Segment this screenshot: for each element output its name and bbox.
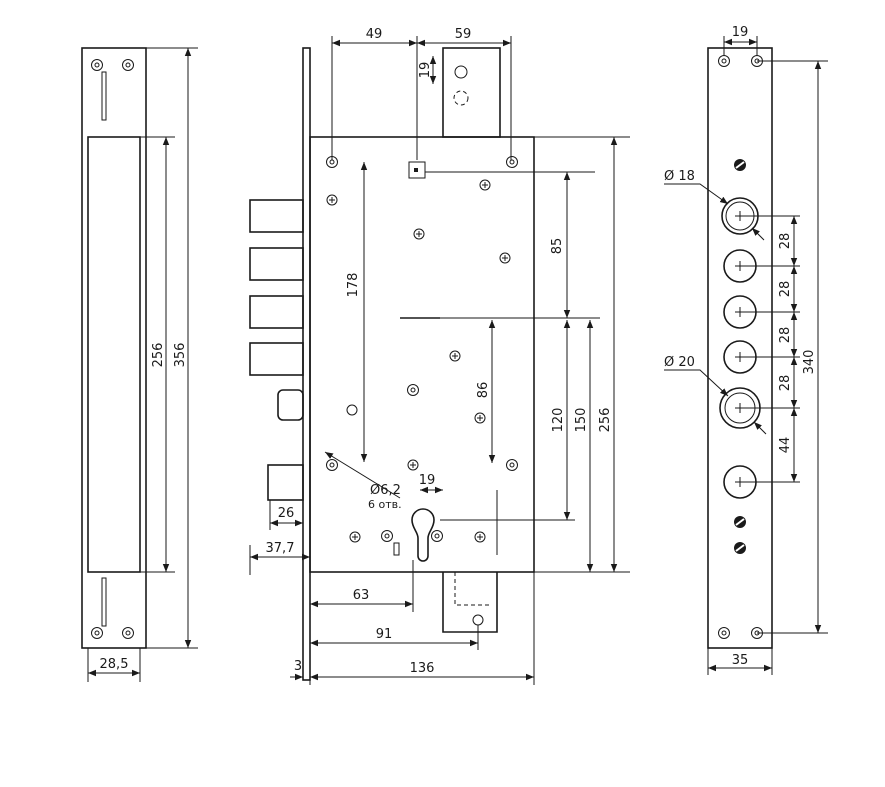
- dim-total-height: 356: [173, 343, 188, 368]
- dim-dia-20: Ø 20: [664, 355, 695, 370]
- dim-tab-hole: 19: [418, 62, 433, 79]
- dim-44: 44: [778, 437, 793, 454]
- dim-150: 150: [574, 408, 589, 433]
- dim-pitch-2: 28: [778, 281, 793, 298]
- dim-backset-bolt: 37,7: [266, 541, 295, 556]
- dim-plate: 3: [294, 659, 302, 674]
- cylinder-cutout: [411, 508, 435, 562]
- dim-91: 91: [376, 627, 393, 642]
- dim-upper: 85: [550, 238, 565, 255]
- dim-top: 19: [732, 25, 749, 40]
- lock-body: [309, 136, 535, 573]
- dim-dia-18: Ø 18: [664, 169, 695, 184]
- dim-top-right: 59: [455, 27, 472, 42]
- middle-view: 49 59 19 178 85 86 120 150 256 19 Ø6,2 6…: [249, 27, 630, 685]
- faceplate-outline: [81, 47, 147, 649]
- dim-top-left: 49: [366, 27, 383, 42]
- dim-pitch-4: 28: [778, 375, 793, 392]
- dim-backset: 63: [353, 588, 370, 603]
- dim-length: 340: [802, 350, 817, 375]
- dim-body-height: 256: [598, 408, 613, 433]
- dim-inner-height: 256: [151, 343, 166, 368]
- dim-pitch-3: 28: [778, 327, 793, 344]
- dim-cyl-width: 19: [419, 473, 436, 488]
- dim-screw-span: 178: [346, 273, 361, 298]
- dim-120: 120: [551, 408, 566, 433]
- dim-width: 35: [732, 653, 749, 668]
- dim-hole-dia: Ø6,2: [370, 483, 401, 498]
- right-view: 19 Ø 18 Ø 20 28 28 28 28 44 340 35: [664, 25, 828, 675]
- dim-pitch-1: 28: [778, 233, 793, 250]
- dim-body-width: 136: [410, 661, 435, 676]
- bolt-holes: [719, 197, 761, 499]
- dim-mid: 86: [476, 382, 491, 399]
- dim-bolt-len: 26: [278, 506, 295, 521]
- left-view: 256 356 28,5: [81, 47, 198, 682]
- dim-width: 28,5: [100, 657, 129, 672]
- dim-hole-count: 6 отв.: [368, 498, 402, 511]
